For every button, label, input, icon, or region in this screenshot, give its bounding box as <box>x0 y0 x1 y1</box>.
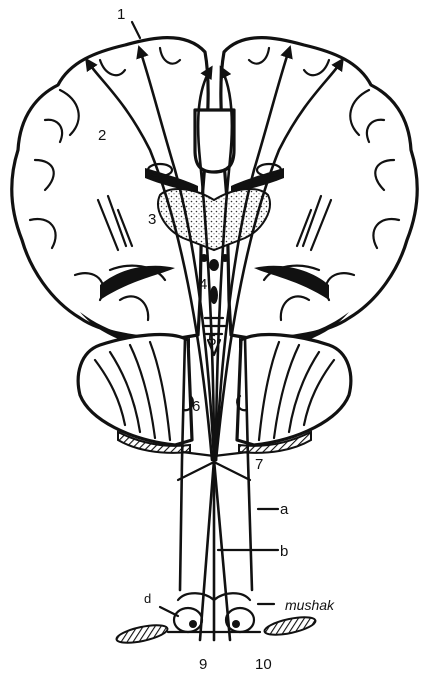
label-3: 3 <box>148 211 156 228</box>
label-2: 2 <box>98 127 106 144</box>
label-9: 9 <box>199 656 207 673</box>
label-6: 6 <box>192 398 200 415</box>
label-4: 4 <box>199 276 207 293</box>
label-d: d <box>144 591 151 606</box>
label-1: 1 <box>117 6 125 23</box>
label-10: 10 <box>255 656 272 673</box>
cerebellum-left <box>78 335 192 453</box>
label-7: 7 <box>255 456 263 473</box>
label-mushak: mushak <box>285 597 335 613</box>
cerebellum-right <box>237 335 351 453</box>
label-b: b <box>280 543 288 560</box>
label-a: a <box>280 501 289 518</box>
label-5: 5 <box>208 332 216 349</box>
